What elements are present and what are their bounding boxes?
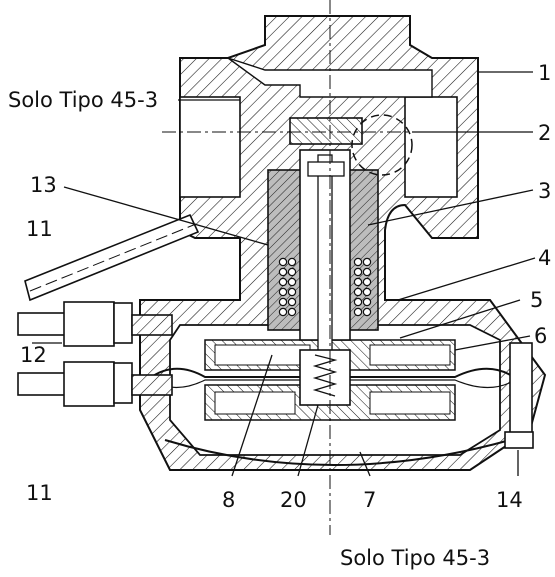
callout-3: 3 xyxy=(538,179,551,203)
bellows-assembly xyxy=(267,117,379,406)
note-top: Solo Tipo 45-3 xyxy=(8,88,158,112)
fittings xyxy=(17,301,534,449)
callout-5: 5 xyxy=(530,288,543,312)
callout-14: 14 xyxy=(496,488,523,512)
callout-7: 7 xyxy=(363,488,376,512)
callout-1: 1 xyxy=(538,61,551,85)
callout-8: 8 xyxy=(222,488,235,512)
detail-circle xyxy=(351,114,413,176)
centerlines xyxy=(162,0,490,535)
labels: Solo Tipo 45-3 Solo Tipo 45-3 1 2 3 4 5 … xyxy=(8,61,551,570)
callout-13: 13 xyxy=(30,173,57,197)
callout-11-upper: 11 xyxy=(26,217,53,241)
leader-lines xyxy=(32,71,536,477)
capillary-line xyxy=(24,213,200,302)
callout-20: 20 xyxy=(280,488,307,512)
callout-2: 2 xyxy=(538,121,551,145)
callout-11-lower: 11 xyxy=(26,481,53,505)
note-bottom: Solo Tipo 45-3 xyxy=(340,546,490,570)
callout-4: 4 xyxy=(538,246,551,270)
callout-12: 12 xyxy=(20,343,47,367)
callout-6: 6 xyxy=(534,324,547,348)
